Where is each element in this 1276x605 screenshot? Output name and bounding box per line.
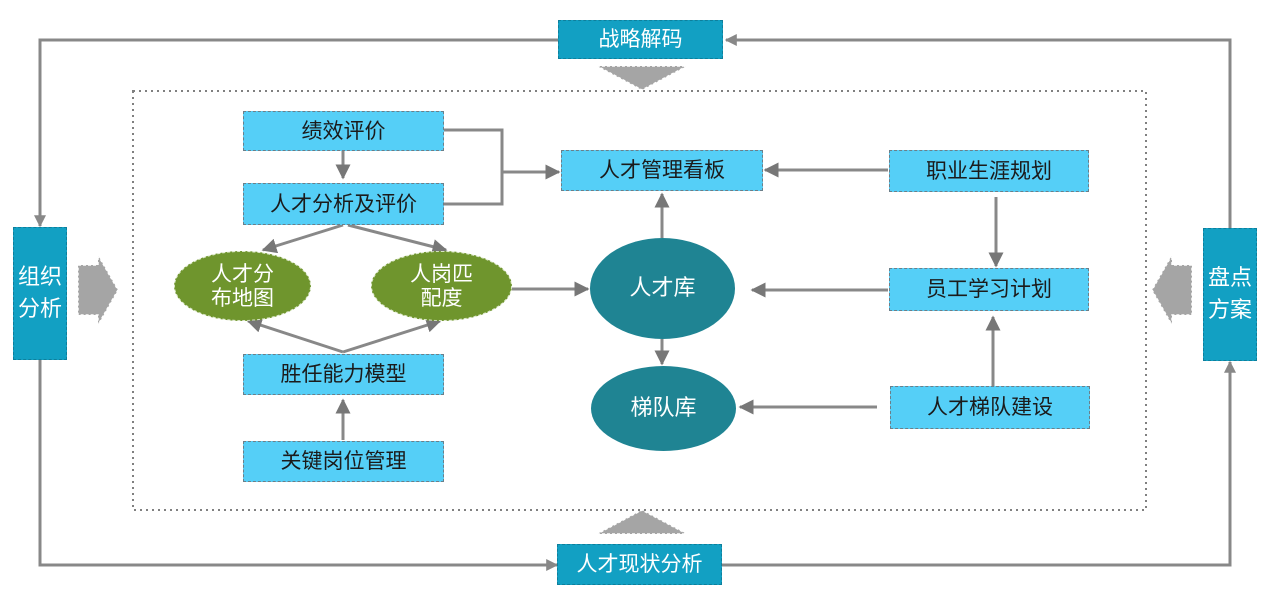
loop-top-left bbox=[34, 38, 558, 228]
arrow-model-to-match bbox=[342, 317, 442, 354]
talent-pool-ellipse: 人才库 bbox=[590, 238, 735, 339]
connectors bbox=[246, 128, 1004, 440]
learning-plan-box: 员工学习计划 bbox=[889, 268, 1089, 311]
loop-bottom-right bbox=[722, 360, 1236, 567]
org-analysis-box: 组织分析 bbox=[13, 227, 67, 360]
talent-map-ellipse: 人才分布地图 bbox=[174, 251, 311, 321]
inner-frame bbox=[132, 90, 1147, 511]
competency-model-box: 胜任能力模型 bbox=[243, 354, 444, 395]
line-perf-bracket bbox=[444, 128, 504, 206]
echelon-building-box: 人才梯队建设 bbox=[890, 386, 1090, 429]
arrow-analysis-to-match bbox=[347, 223, 448, 254]
talent-status-analysis-box: 人才现状分析 bbox=[557, 544, 722, 585]
talent-dashboard-box: 人才管理看板 bbox=[561, 150, 763, 191]
job-match-ellipse: 人岗匹配度 bbox=[371, 251, 512, 321]
block-arrow-left bbox=[1151, 252, 1193, 328]
arrow-model-to-map bbox=[246, 318, 344, 354]
arrow-analysis-to-map bbox=[261, 223, 344, 254]
performance-eval-box: 绩效评价 bbox=[243, 111, 444, 151]
talent-analysis-box: 人才分析及评价 bbox=[243, 183, 444, 225]
outer-loop bbox=[34, 34, 1236, 571]
career-planning-box: 职业生涯规划 bbox=[889, 150, 1089, 192]
key-position-mgmt-box: 关键岗位管理 bbox=[243, 441, 444, 482]
block-arrow-down bbox=[596, 65, 688, 91]
loop-top-right bbox=[724, 34, 1232, 228]
block-arrow-right bbox=[77, 252, 119, 328]
strategy-decoding-box: 战略解码 bbox=[558, 20, 723, 59]
echelon-pool-ellipse: 梯队库 bbox=[591, 366, 736, 451]
loop-bottom-left bbox=[38, 360, 559, 571]
block-arrows bbox=[77, 65, 1193, 535]
block-arrow-up bbox=[596, 509, 688, 535]
inventory-plan-box: 盘点方案 bbox=[1203, 228, 1257, 361]
